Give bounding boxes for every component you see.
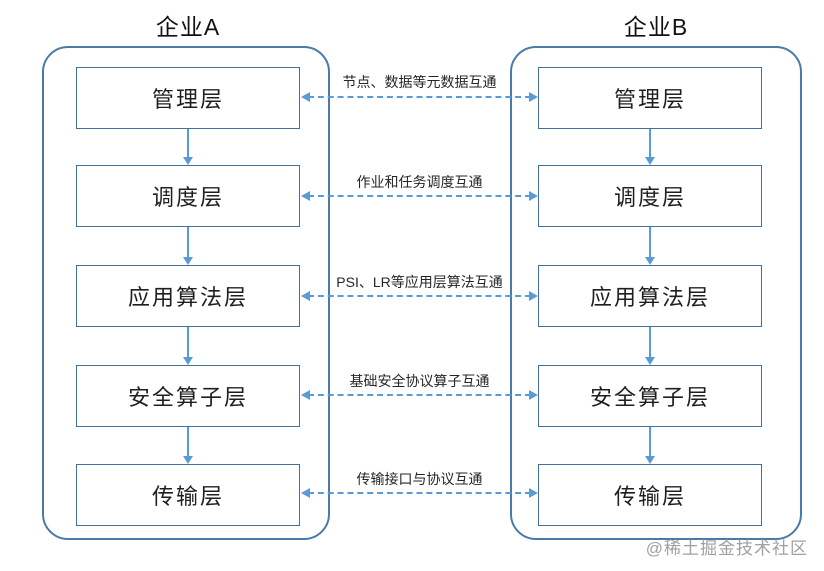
layer-box-a-transport: 传输层 (76, 464, 300, 526)
connection-label-jobs: 作业和任务调度互通 (356, 174, 483, 190)
layer-box-a-scheduling: 调度层 (76, 165, 300, 227)
layer-box-b-security: 安全算子层 (538, 365, 762, 427)
enterprise-b-title: 企业B (623, 14, 689, 40)
layer-box-b-transport: 传输层 (538, 464, 762, 526)
connection-label-transport: 传输接口与协议互通 (356, 471, 483, 487)
layer-box-a-security: 安全算子层 (76, 365, 300, 427)
layer-box-b-scheduling: 调度层 (538, 165, 762, 227)
down-arrow-icon (182, 129, 194, 165)
down-arrow-icon (644, 427, 656, 464)
bidirectional-arrow (301, 190, 538, 202)
layer-box-b-algorithm: 应用算法层 (538, 265, 762, 327)
bidirectional-arrow (301, 290, 538, 302)
layer-box-a-algorithm: 应用算法层 (76, 265, 300, 327)
down-arrow-icon (182, 427, 194, 464)
bidirectional-arrow (301, 487, 538, 499)
down-arrow-icon (644, 327, 656, 365)
arrow-left-icon (301, 291, 310, 301)
connection-label-security: 基础安全协议算子互通 (349, 373, 490, 389)
down-arrow-icon (644, 129, 656, 165)
arrow-left-icon (301, 191, 310, 201)
arrow-right-icon (529, 488, 538, 498)
arrow-right-icon (529, 191, 538, 201)
enterprise-a-container (42, 46, 330, 540)
watermark: @稀土掘金技术社区 (645, 539, 808, 558)
arrow-left-icon (301, 488, 310, 498)
arrow-right-icon (529, 291, 538, 301)
bidirectional-arrow (301, 389, 538, 401)
connection-label-psi-lr: PSI、LR等应用层算法互通 (336, 274, 503, 290)
arrow-left-icon (301, 390, 310, 400)
down-arrow-icon (182, 327, 194, 365)
arrow-right-icon (529, 92, 538, 102)
enterprise-b-container (510, 46, 802, 540)
down-arrow-icon (182, 227, 194, 265)
connection-label-metadata: 节点、数据等元数据互通 (342, 74, 497, 90)
bidirectional-arrow (301, 91, 538, 103)
layer-box-b-management: 管理层 (538, 67, 762, 129)
layer-box-a-management: 管理层 (76, 67, 300, 129)
arrow-right-icon (529, 390, 538, 400)
down-arrow-icon (644, 227, 656, 265)
enterprise-a-title: 企业A (155, 14, 221, 40)
arrow-left-icon (301, 92, 310, 102)
